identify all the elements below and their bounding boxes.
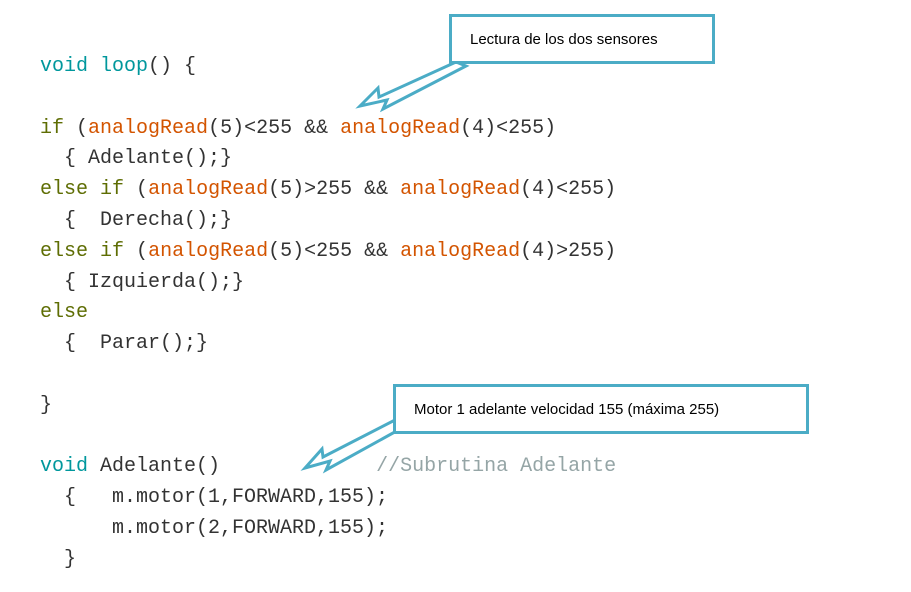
code-listing: void loop() { if (analogRead(5)<255 && a… <box>40 52 616 576</box>
code-token: void <box>40 455 89 479</box>
callout-sensors-text: Lectura de los dos sensores <box>470 30 658 48</box>
code-token: (5)<255 && <box>208 116 341 140</box>
code-token: { Adelante();} <box>40 147 233 171</box>
code-token: if <box>100 239 125 263</box>
code-token: (4)<255) <box>460 116 557 140</box>
arrow-icon <box>300 419 405 474</box>
code-line: m.motor(2,FORWARD,155); <box>40 514 616 545</box>
code-line: { Parar();} <box>40 329 616 360</box>
code-line: else if (analogRead(5)>255 && analogRead… <box>40 175 616 206</box>
code-token: void <box>40 55 89 78</box>
code-line: { Izquierda();} <box>40 268 616 299</box>
code-token: //Subrutina Adelante <box>376 455 617 479</box>
code-token: analogRead <box>148 239 269 263</box>
code-line: void Adelante() //Subrutina Adelante <box>40 452 616 483</box>
code-token: (4)>255) <box>520 239 617 263</box>
arrow-icon <box>355 60 470 113</box>
code-line: } <box>40 391 616 422</box>
code-token: () { <box>148 55 197 78</box>
code-line: { Derecha();} <box>40 206 616 237</box>
code-line: } <box>40 545 616 576</box>
code-token: analogRead <box>340 116 461 140</box>
callout-sensors: Lectura de los dos sensores <box>449 14 715 64</box>
code-token: (4)<255) <box>520 178 617 202</box>
callout-motor-text: Motor 1 adelante velocidad 155 (máxima 2… <box>414 400 720 418</box>
code-token: { Izquierda();} <box>40 270 245 294</box>
code-token: ( <box>124 239 149 263</box>
code-token: ( <box>64 116 89 140</box>
code-token: analogRead <box>88 116 209 140</box>
code-token: { Derecha();} <box>40 208 233 232</box>
code-line: else if (analogRead(5)<255 && analogRead… <box>40 237 616 268</box>
callout-motor: Motor 1 adelante velocidad 155 (máxima 2… <box>393 384 809 434</box>
code-line: else <box>40 298 616 329</box>
code-token: m.motor(2,FORWARD,155); <box>40 516 389 540</box>
code-token: analogRead <box>400 178 521 202</box>
code-token: analogRead <box>400 239 521 263</box>
code-token: ( <box>124 178 149 202</box>
code-line: { Adelante();} <box>40 144 616 175</box>
code-token: loop <box>100 55 149 78</box>
code-token: (5)>255 && <box>268 178 401 202</box>
code-token: (5)<255 && <box>268 239 401 263</box>
code-token: if <box>100 178 125 202</box>
code-token: { m.motor(1,FORWARD,155); <box>40 486 389 510</box>
code-token: } <box>40 547 77 571</box>
code-line: { m.motor(1,FORWARD,155); <box>40 483 616 514</box>
code-token: else <box>40 178 89 202</box>
code-line: void loop() { <box>40 52 616 83</box>
code-token: if <box>40 116 65 140</box>
code-token: { Parar();} <box>40 332 209 356</box>
code-token: else <box>40 239 89 263</box>
code-token: else <box>40 301 89 325</box>
code-line: if (analogRead(5)<255 && analogRead(4)<2… <box>40 114 616 145</box>
code-token: Adelante() <box>88 455 377 479</box>
code-token: } <box>40 393 53 417</box>
code-token: analogRead <box>148 178 269 202</box>
